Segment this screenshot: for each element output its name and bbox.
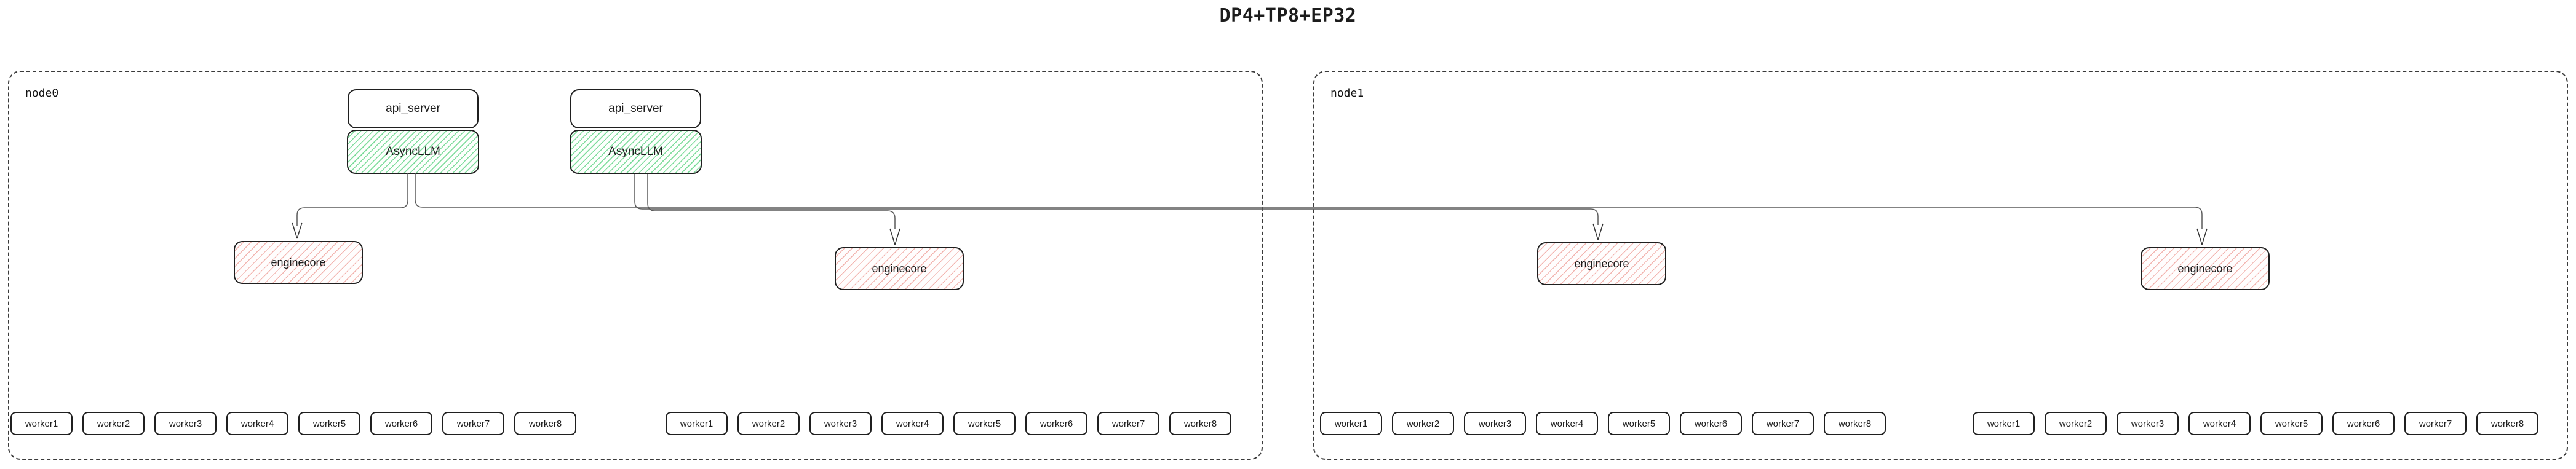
enginecore-box: enginecore bbox=[234, 241, 363, 284]
enginecore-box: enginecore bbox=[2141, 247, 2270, 290]
worker-box: worker7 bbox=[2404, 412, 2467, 435]
worker-box: worker1 bbox=[1320, 412, 1382, 435]
worker-box: worker2 bbox=[2045, 412, 2107, 435]
worker-box: worker6 bbox=[1680, 412, 1742, 435]
worker-box: worker2 bbox=[1392, 412, 1454, 435]
api-server-label: api_server bbox=[386, 102, 440, 115]
worker-box: worker5 bbox=[298, 412, 360, 435]
worker-box: worker7 bbox=[1752, 412, 1814, 435]
api-server-box: api_server bbox=[348, 89, 479, 128]
worker-box: worker8 bbox=[1824, 412, 1886, 435]
enginecore-box: enginecore bbox=[835, 247, 964, 290]
worker-box: worker5 bbox=[1608, 412, 1670, 435]
asyncllm-box: AsyncLLM bbox=[347, 130, 479, 174]
worker-box: worker7 bbox=[442, 412, 504, 435]
worker-group: worker1 worker2 worker3 worker4 worker5 worke… bbox=[1320, 412, 1886, 435]
enginecore-label: enginecore bbox=[2177, 262, 2233, 275]
worker-group: worker1 worker2 worker3 worker4 worker5 worke… bbox=[1973, 412, 2538, 435]
diagram-title: DP4+TP8+EP32 bbox=[1219, 5, 1357, 26]
worker-group: worker1 worker2 worker3 worker4 worker5 worke… bbox=[666, 412, 1231, 435]
asyncllm-label: AsyncLLM bbox=[608, 145, 663, 158]
enginecore-label: enginecore bbox=[271, 256, 326, 269]
worker-box: worker8 bbox=[1169, 412, 1231, 435]
worker-box: worker1 bbox=[1973, 412, 2035, 435]
worker-box: worker4 bbox=[881, 412, 944, 435]
worker-box: worker1 bbox=[666, 412, 728, 435]
enginecore-box: enginecore bbox=[1537, 242, 1666, 285]
api-server-box: api_server bbox=[570, 89, 701, 128]
worker-box: worker8 bbox=[2476, 412, 2538, 435]
worker-box: worker3 bbox=[154, 412, 217, 435]
worker-box: worker4 bbox=[2188, 412, 2251, 435]
worker-group: worker1 worker2 worker3 worker4 worker5 worke… bbox=[10, 412, 576, 435]
worker-box: worker6 bbox=[370, 412, 432, 435]
node0-label: node0 bbox=[25, 87, 59, 100]
enginecore-label: enginecore bbox=[872, 262, 927, 275]
node0-container: node0 api_server AsyncLLM api_server Asy… bbox=[8, 71, 1263, 460]
asyncllm-label: AsyncLLM bbox=[386, 145, 440, 158]
worker-box: worker6 bbox=[2332, 412, 2395, 435]
asyncllm-box: AsyncLLM bbox=[570, 130, 702, 174]
enginecore-label: enginecore bbox=[1574, 257, 1629, 270]
worker-box: worker3 bbox=[2117, 412, 2179, 435]
worker-box: worker3 bbox=[809, 412, 872, 435]
worker-box: worker4 bbox=[226, 412, 288, 435]
worker-box: worker2 bbox=[737, 412, 800, 435]
worker-box: worker5 bbox=[2260, 412, 2323, 435]
worker-box: worker7 bbox=[1097, 412, 1159, 435]
worker-box: worker5 bbox=[953, 412, 1016, 435]
worker-box: worker6 bbox=[1025, 412, 1087, 435]
worker-box: worker2 bbox=[82, 412, 145, 435]
node1-label: node1 bbox=[1330, 87, 1364, 100]
worker-box: worker1 bbox=[10, 412, 73, 435]
api-server-label: api_server bbox=[608, 102, 663, 115]
worker-box: worker8 bbox=[514, 412, 576, 435]
worker-box: worker3 bbox=[1464, 412, 1526, 435]
worker-box: worker4 bbox=[1536, 412, 1598, 435]
